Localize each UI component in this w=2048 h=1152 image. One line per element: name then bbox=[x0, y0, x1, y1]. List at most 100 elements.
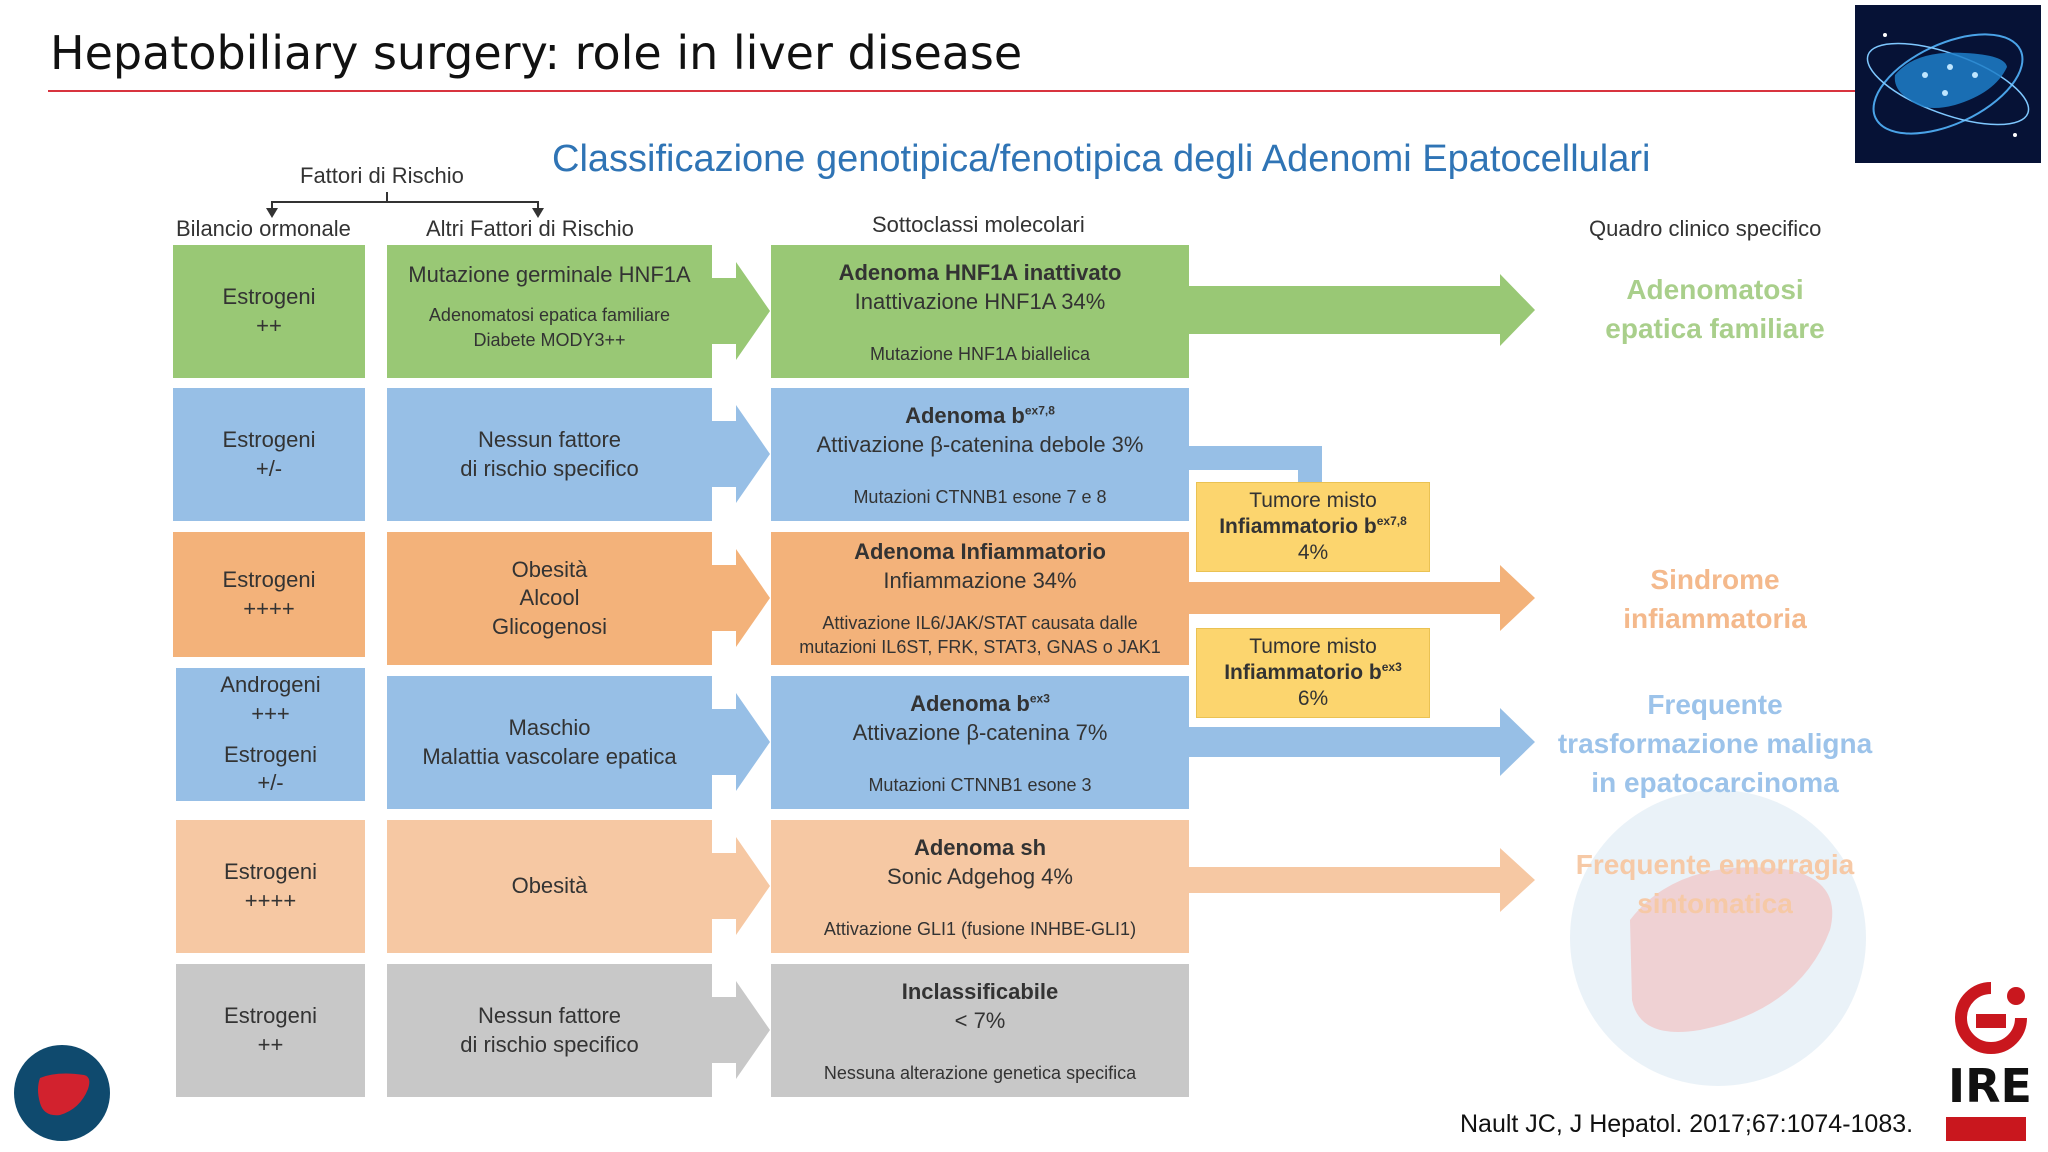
risk-line: Glicogenosi bbox=[492, 613, 607, 639]
risk-box-1: Mutazione germinale HNF1A Adenomatosi ep… bbox=[387, 245, 712, 378]
hormone-box-5: Estrogeni ++++ bbox=[176, 820, 365, 953]
outcome-line: infiammatoria bbox=[1623, 603, 1807, 635]
molecular-box-2: Adenoma bex7,8 Attivazione β-catenina de… bbox=[771, 388, 1189, 521]
risk-box-3: Obesità Alcool Glicogenosi bbox=[387, 532, 712, 665]
molecular-superscript: ex7,8 bbox=[1024, 403, 1055, 418]
hormone-label: Androgeni bbox=[220, 672, 321, 698]
risk-box-6: Nessun fattore di rischio specifico bbox=[387, 964, 712, 1097]
risk-bracket bbox=[271, 201, 539, 210]
molecular-mutation: Mutazioni CTNNB1 esone 7 e 8 bbox=[853, 486, 1107, 507]
outcome-inflammatory-syndrome: Sindrome infiammatoria bbox=[1585, 560, 1845, 638]
hormone-label: Estrogeni bbox=[222, 426, 316, 452]
header-other-risk: Altri Fattori di Rischio bbox=[426, 216, 634, 241]
hormone-label: Estrogeni bbox=[224, 1002, 317, 1028]
arrow-row-5 bbox=[712, 837, 770, 935]
molecular-mutation: Attivazione IL6/JAK/STAT causata dalle bbox=[822, 613, 1138, 634]
molecular-name: Adenoma b bbox=[910, 691, 1030, 716]
risk-line: di rischio specifico bbox=[460, 1031, 639, 1057]
outcome-line: Adenomatosi bbox=[1626, 274, 1804, 305]
bracket-arrow-left bbox=[266, 208, 278, 218]
mixed-name: Infiammatorio b bbox=[1224, 660, 1382, 684]
connector-row-2 bbox=[1189, 446, 1322, 482]
molecular-name: Adenoma HNF1A inattivato bbox=[838, 260, 1122, 285]
hormone-level: ++ bbox=[257, 1031, 284, 1057]
mixed-superscript: ex3 bbox=[1381, 659, 1402, 674]
risk-line: Obesità bbox=[511, 873, 588, 899]
arrow-row-2 bbox=[712, 405, 770, 503]
risk-line: Nessun fattore bbox=[477, 1002, 622, 1028]
molecular-box-3: Adenoma Infiammatorio Infiammazione 34% … bbox=[771, 532, 1189, 665]
hormone-level: +++ bbox=[251, 700, 290, 726]
outcome-line: Frequente emorragia bbox=[1575, 849, 1855, 880]
hormone-level: ++++ bbox=[244, 887, 297, 913]
hormone-box-4: Androgeni +++ Estrogeni +/- bbox=[176, 668, 365, 801]
citation: Nault JC, J Hepatol. 2017;67:1074-1083. bbox=[1460, 1110, 1914, 1138]
header-hormonal: Bilancio ormonale bbox=[176, 216, 351, 241]
molecular-mutation: Nessuna alterazione genetica specifica bbox=[823, 1062, 1137, 1083]
hormone-box-6: Estrogeni ++ bbox=[176, 964, 365, 1097]
header-clinical: Quadro clinico specifico bbox=[1589, 216, 1822, 241]
outcome-line: Frequente bbox=[1647, 689, 1783, 720]
risk-line: Maschio bbox=[508, 714, 591, 740]
hormone-level: ++ bbox=[256, 312, 282, 338]
ire-logo: IRE bbox=[1946, 978, 2036, 1148]
liver-network-logo bbox=[1855, 5, 2041, 163]
risk-note: Adenomatosi epatica familiare bbox=[428, 304, 671, 325]
risk-line: di rischio specifico bbox=[460, 455, 639, 481]
molecular-name: Adenoma Infiammatorio bbox=[854, 539, 1106, 564]
molecular-name: Inclassificabile bbox=[901, 979, 1059, 1004]
hormone-box-1: Estrogeni ++ bbox=[173, 245, 365, 378]
molecular-mutation: mutazioni IL6ST, FRK, STAT3, GNAS o JAK1 bbox=[799, 636, 1161, 657]
mixed-superscript: ex7,8 bbox=[1376, 513, 1407, 528]
outcome-line: epatica familiare bbox=[1605, 313, 1825, 345]
molecular-mutation: Attivazione GLI1 (fusione INHBE-GLI1) bbox=[823, 918, 1137, 939]
hormone-level: ++++ bbox=[243, 595, 295, 621]
molecular-mutation: Mutazione HNF1A biallelica bbox=[869, 343, 1091, 364]
hormone-label: Estrogeni bbox=[224, 741, 317, 767]
risk-line: Malattia vascolare epatica bbox=[422, 743, 677, 769]
risk-line: Alcool bbox=[519, 585, 580, 611]
mixed-percent: 4% bbox=[1297, 541, 1329, 565]
arrow-row-3 bbox=[712, 549, 770, 647]
hormone-label: Estrogeni bbox=[222, 283, 316, 309]
risk-box-4: Maschio Malattia vascolare epatica bbox=[387, 676, 712, 809]
hormone-level: +/- bbox=[255, 455, 283, 481]
hormone-box-2: Estrogeni +/- bbox=[173, 388, 365, 521]
molecular-box-5: Adenoma sh Sonic Adgehog 4% Attivazione … bbox=[771, 820, 1189, 953]
molecular-name: Adenoma sh bbox=[913, 835, 1047, 860]
molecular-percent: Attivazione β-catenina 7% bbox=[852, 719, 1108, 745]
risk-box-2: Nessun fattore di rischio specifico bbox=[387, 388, 712, 521]
outcome-arrow-peach bbox=[1189, 848, 1535, 912]
arrow-row-1 bbox=[712, 262, 770, 360]
bracket-arrow-right bbox=[532, 208, 544, 218]
slide-title: Hepatobiliary surgery: role in liver dis… bbox=[50, 26, 1023, 80]
arrow-row-4 bbox=[712, 693, 770, 791]
hormone-box-3: Estrogeni ++++ bbox=[173, 532, 365, 657]
mixed-title: Tumore misto bbox=[1249, 488, 1377, 512]
outcome-line: sintomatica bbox=[1637, 888, 1793, 920]
mixed-title: Tumore misto bbox=[1249, 634, 1377, 658]
molecular-mutation: Mutazioni CTNNB1 esone 3 bbox=[868, 774, 1092, 795]
outcome-line: in epatocarcinoma bbox=[1591, 767, 1839, 799]
outcome-malignant-transformation: Frequente trasformazione maligna in epat… bbox=[1555, 685, 1875, 803]
risk-line: Obesità bbox=[511, 556, 588, 582]
risk-note: Diabete MODY3++ bbox=[473, 329, 626, 350]
header-molecular: Sottoclassi molecolari bbox=[872, 212, 1085, 237]
outcome-arrow-blue bbox=[1189, 708, 1535, 776]
molecular-superscript: ex3 bbox=[1029, 691, 1050, 706]
outcome-hemorrhage: Frequente emorragia sintomatica bbox=[1555, 845, 1875, 923]
molecular-name: Adenoma b bbox=[905, 403, 1025, 428]
risk-box-5: Obesità bbox=[387, 820, 712, 953]
mixed-tumor-box-2: Tumore misto Infiammatorio bex3 6% bbox=[1196, 628, 1430, 718]
diagram-title: Classificazione genotipica/fenotipica de… bbox=[552, 138, 1651, 180]
outcome-arrow-green bbox=[1189, 274, 1535, 346]
mixed-name: Infiammatorio b bbox=[1219, 514, 1377, 538]
arrow-row-6 bbox=[712, 981, 770, 1079]
hormone-label: Estrogeni bbox=[224, 858, 317, 884]
mixed-tumor-box-1: Tumore misto Infiammatorio bex7,8 4% bbox=[1196, 482, 1430, 572]
outcome-arrow-orange bbox=[1189, 565, 1535, 631]
title-rule bbox=[48, 90, 1856, 92]
outcome-line: Sindrome bbox=[1650, 564, 1780, 595]
ire-logo-bar bbox=[1946, 1117, 2026, 1141]
